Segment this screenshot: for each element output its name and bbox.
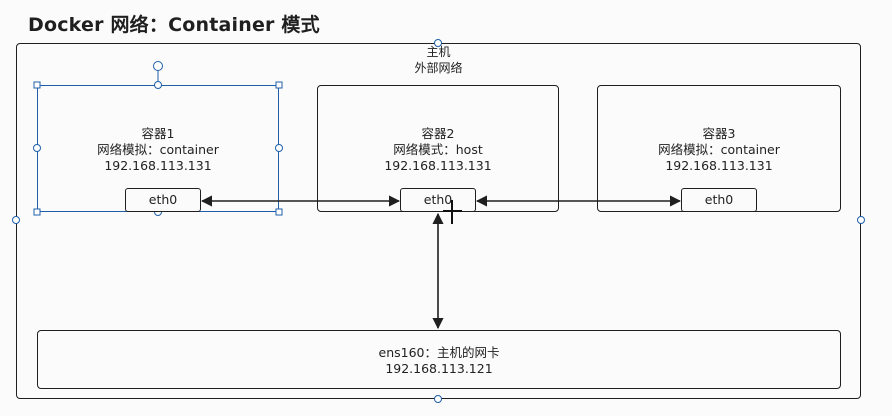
host-nic-ip: 192.168.113.121 — [385, 361, 493, 376]
resize-handle-se[interactable] — [275, 208, 283, 216]
resize-handle-n[interactable] — [154, 81, 162, 89]
host-connection-points[interactable] — [12, 39, 865, 403]
container-3-box[interactable]: 容器3 网络模拟：container 192.168.113.131 — [597, 85, 841, 212]
host-sublabel: 外部网络 — [414, 61, 463, 75]
container-3-text: 容器3 网络模拟：container 192.168.113.131 — [598, 126, 840, 174]
container-3-eth0[interactable]: eth0 — [681, 188, 757, 212]
container-1-text: 容器1 网络模拟：container 192.168.113.131 — [38, 126, 278, 174]
host-nic-box[interactable]: ens160：主机的网卡 192.168.113.121 — [37, 330, 841, 389]
rotate-handle[interactable] — [153, 61, 163, 71]
container-2-name: 容器2 — [421, 126, 455, 141]
resize-handle-ne[interactable] — [275, 81, 283, 89]
resize-handle-e[interactable] — [275, 144, 283, 152]
host-label: 主机 — [426, 45, 451, 59]
container-1-name: 容器1 — [141, 126, 175, 141]
container-1-ip: 192.168.113.131 — [104, 158, 212, 173]
container-3-ip: 192.168.113.131 — [665, 158, 773, 173]
container-2-eth0[interactable]: eth0 — [400, 188, 476, 212]
container-2-text: 容器2 网络模式：host 192.168.113.131 — [318, 126, 558, 174]
container-1-mode: 网络模拟：container — [97, 142, 219, 157]
resize-handle-w[interactable] — [33, 144, 41, 152]
host-nic-text: ens160：主机的网卡 192.168.113.121 — [38, 345, 840, 377]
resize-handle-sw[interactable] — [33, 208, 41, 216]
container-2-ip: 192.168.113.131 — [384, 158, 492, 173]
container-3-mode: 网络模拟：container — [658, 142, 780, 157]
container-2-mode: 网络模式：host — [393, 142, 483, 157]
host-nic-label: ens160：主机的网卡 — [378, 345, 500, 360]
page-title: Docker 网络：Container 模式 — [28, 14, 320, 36]
resize-handle-nw[interactable] — [33, 81, 41, 89]
container-1-eth0[interactable]: eth0 — [125, 188, 201, 212]
container-3-name: 容器3 — [702, 126, 736, 141]
